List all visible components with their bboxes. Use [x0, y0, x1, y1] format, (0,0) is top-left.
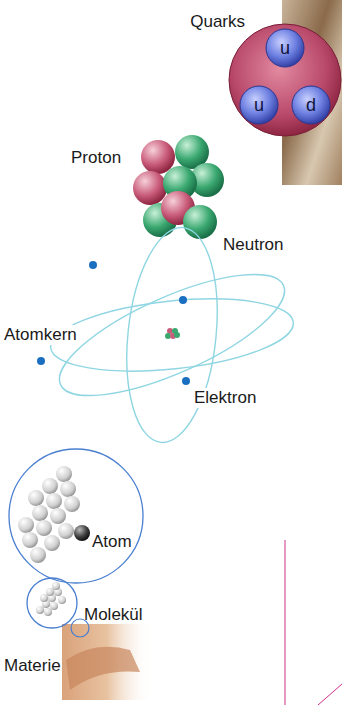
atom-nucleus — [165, 328, 180, 339]
molecule-zoom-circle: Molekül — [26, 577, 78, 629]
part-label: Atomkern — [3, 325, 78, 345]
scale-label: Quarks — [190, 12, 245, 32]
atom-zoom-circle-outline — [8, 448, 144, 584]
molecule-zoom-circle-outline — [26, 577, 78, 629]
quark-circle: d — [291, 85, 331, 125]
atom-lattice — [18, 466, 90, 563]
electron-dots — [37, 261, 190, 385]
molecule-spheres — [36, 582, 66, 616]
guide-line — [285, 540, 286, 705]
nucleus-cluster — [133, 135, 224, 239]
scale-label: Molekül — [84, 605, 143, 625]
quark-letter: u — [280, 38, 290, 59]
part-label: Proton — [70, 148, 122, 168]
hadron-circle: Quarksuud — [228, 23, 342, 137]
scale-label: Atom — [92, 532, 132, 552]
guide-line — [318, 684, 342, 705]
quark-letter: d — [306, 95, 316, 116]
part-label: Elektron — [193, 388, 257, 408]
atom-zoom-circle: Atom — [8, 448, 144, 584]
quark-circle: u — [239, 85, 279, 125]
part-label: Materie — [3, 656, 62, 676]
hand-shape — [66, 647, 140, 690]
electron-orbits — [45, 223, 299, 447]
quark-circle: u — [265, 28, 305, 68]
quark-letter: u — [254, 95, 264, 116]
part-label: Neutron — [222, 235, 284, 255]
